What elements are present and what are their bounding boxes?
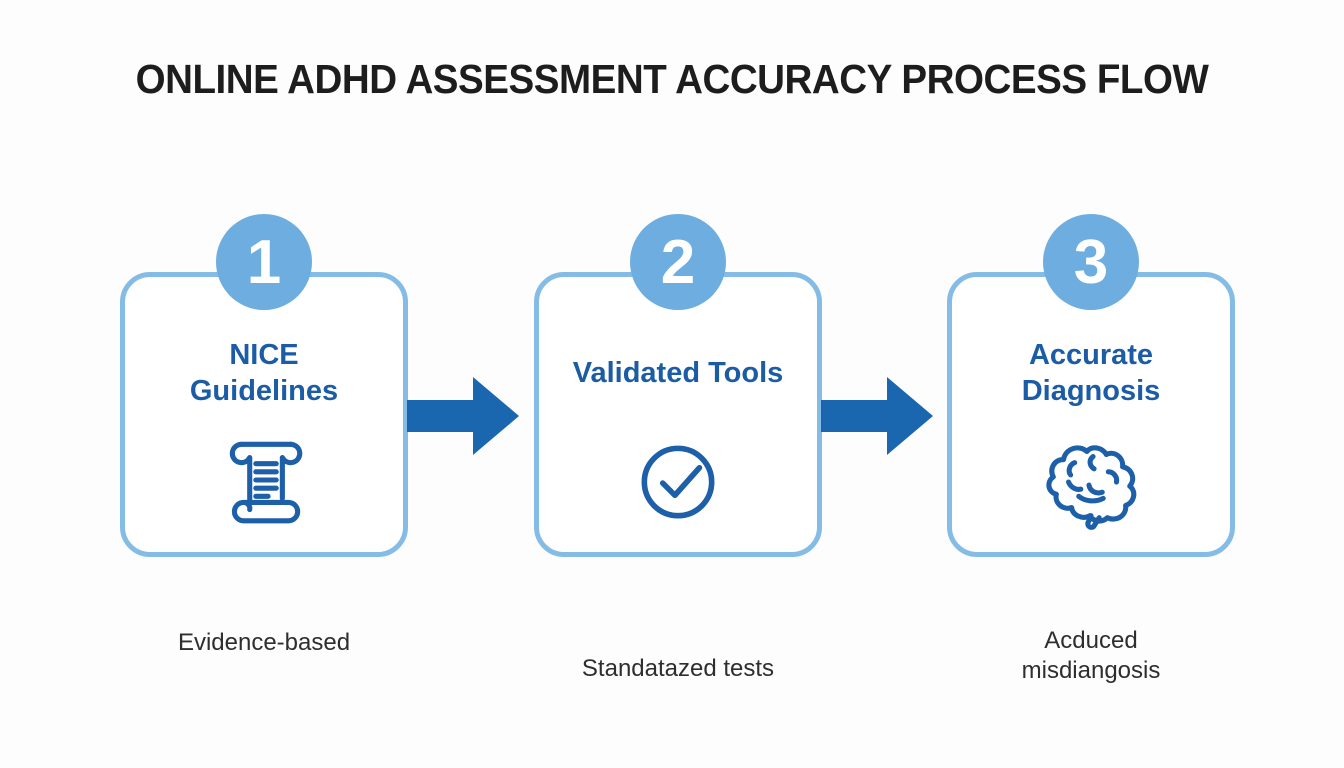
step-label-line: Guidelines (189, 375, 339, 407)
scroll-icon (213, 429, 315, 531)
page-title: ONLINE ADHD ASSESSMENT ACCURACY PROCESS … (135, 56, 1209, 102)
step-label-line: Diagnosis (1021, 375, 1161, 407)
step-label: Accurate Diagnosis (952, 329, 1230, 417)
step-caption-line: Acduced (1044, 627, 1138, 654)
right-arrow-icon (821, 377, 933, 455)
step-caption-line: Standatazed tests (581, 655, 775, 682)
step-label-line: NICE (229, 339, 299, 371)
step-number-badge: 1 (216, 214, 312, 310)
step-caption: Acduced misdiangosis (947, 626, 1235, 686)
step-caption-line: Evidence-based (177, 629, 351, 656)
step-number-badge: 2 (630, 214, 726, 310)
step-label: Validated Tools (539, 329, 817, 417)
step-label-line: Accurate (1028, 339, 1154, 371)
step-card-accurate-diagnosis: 3 Accurate Diagnosis (947, 214, 1235, 557)
step-label: NICE Guidelines (125, 329, 403, 417)
step-caption: Standatazed tests (534, 654, 822, 684)
step-card-validated-tools: 2 Validated Tools (534, 214, 822, 557)
step-number-badge: 3 (1043, 214, 1139, 310)
step-caption-line: misdiangosis (1021, 657, 1161, 684)
brain-icon (1040, 429, 1142, 531)
right-arrow-icon (407, 377, 519, 455)
step-label-line: Validated Tools (572, 357, 784, 389)
step-caption: Evidence-based (120, 628, 408, 658)
step-card-nice-guidelines: 1 NICE Guidelines (120, 214, 408, 557)
check-circle-icon (627, 429, 729, 531)
